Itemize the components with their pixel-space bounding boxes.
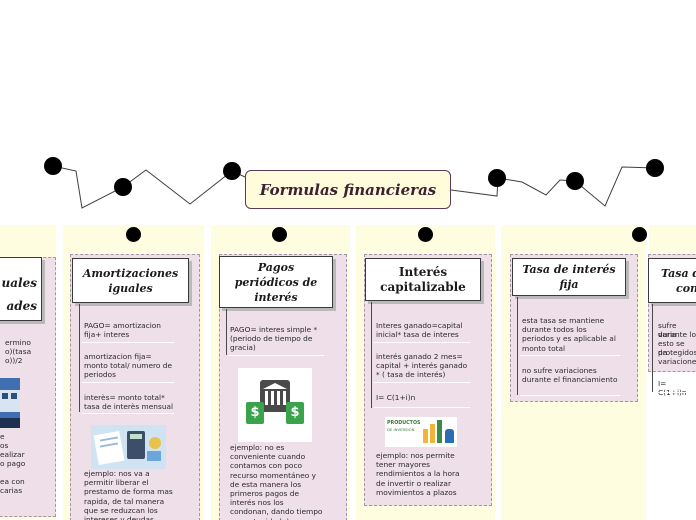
text-fragment: sufre varia: [658, 321, 677, 340]
heading-left-partial[interactable]: uales ades: [0, 257, 42, 321]
heading-pagos[interactable]: Pagos periódicos de interés: [219, 256, 333, 308]
branch-node[interactable]: [646, 159, 664, 177]
right-connector: [450, 166, 656, 207]
list-item: amortizacion fija= monto total/ numero d…: [84, 352, 173, 380]
list-item: interès= monto total* tasa de interès me…: [84, 393, 174, 412]
branch-line: [652, 304, 653, 392]
divider: [82, 413, 174, 414]
divider: [520, 395, 620, 396]
text-fragment: ealizar: [0, 450, 25, 459]
branch-node[interactable]: [272, 227, 287, 242]
text-fragment: durante lo: [658, 330, 696, 339]
heading-capitalizable[interactable]: Interés capitalizable: [365, 258, 481, 301]
branch-node[interactable]: [488, 169, 506, 187]
divider: [374, 342, 470, 343]
heading-tasa-fija[interactable]: Tasa de interés fija: [512, 258, 626, 296]
branch-node[interactable]: [44, 157, 62, 175]
divider: [374, 407, 470, 408]
central-topic[interactable]: Formulas financieras: [245, 170, 451, 209]
text-fragment: protegidos: [658, 348, 696, 357]
list-item: I= C(1+i)n: [376, 393, 416, 402]
branch-node[interactable]: [418, 227, 433, 242]
text-fragment: I= C(1+i)n: [658, 379, 687, 397]
list-item: PAGO= interes simple * (periodo de tiemp…: [230, 325, 318, 353]
divider: [520, 355, 620, 356]
branch-line: [79, 304, 80, 412]
divider: [655, 392, 696, 393]
heading-right-partial[interactable]: Tasa d con: [648, 258, 696, 303]
central-topic-text: Formulas financieras: [259, 180, 437, 199]
branch-node[interactable]: [632, 227, 647, 242]
text-fragment: o))/2: [5, 356, 23, 365]
text-fragment: e: [0, 432, 5, 441]
investment-products-image: PRODUCTOS DE INVERSIÓN: [385, 417, 457, 447]
branch-node[interactable]: [114, 178, 132, 196]
branch-line: [517, 297, 518, 395]
divider: [655, 372, 696, 373]
divider: [228, 355, 324, 356]
calculator-finance-image: [91, 425, 166, 469]
text-fragment: variacione: [658, 357, 696, 366]
list-item: esta tasa se mantiene durante todos los …: [522, 316, 616, 353]
text-fragment: os: [0, 441, 9, 450]
text-fragment: esto se da: [658, 339, 685, 358]
list-item: Interes ganado=capital inicial* tasa de …: [376, 321, 463, 340]
image-caption: DE INVERSIÓN: [387, 427, 415, 432]
example-text: ejemplo: no es conveniente cuando contam…: [230, 443, 323, 520]
branch-node[interactable]: [566, 172, 584, 190]
text-fragment: ea con: [0, 477, 25, 486]
text-fragment: ermino: [5, 338, 31, 347]
list-item: PAGO= amortizacion fija+ interes: [84, 321, 161, 340]
left-connector: [52, 165, 246, 209]
text-fragment: o pago: [0, 459, 26, 468]
heading-amortizaciones[interactable]: Amortizaciones iguales: [72, 258, 189, 303]
branch-node[interactable]: [223, 162, 241, 180]
example-text: ejemplo: nos permite tener mayores rendi…: [376, 451, 460, 497]
list-item: interés ganado 2 mes= capital + interés …: [376, 352, 468, 380]
branch-line: [226, 309, 227, 355]
divider: [82, 342, 174, 343]
text-fragment: carias: [0, 486, 23, 495]
text-fragment: o)(tasa: [5, 347, 32, 356]
example-text: ejemplo: nos va a permitir liberar el pr…: [84, 469, 173, 520]
branch-node[interactable]: [126, 227, 141, 242]
bus-photo-image: [0, 378, 20, 428]
divider: [82, 382, 174, 383]
branch-line: [371, 302, 372, 408]
divider: [374, 382, 470, 383]
image-caption: PRODUCTOS: [387, 421, 421, 426]
bank-money-image: $ $: [238, 368, 312, 442]
list-item: no sufre variaciones durante el financia…: [522, 366, 618, 385]
